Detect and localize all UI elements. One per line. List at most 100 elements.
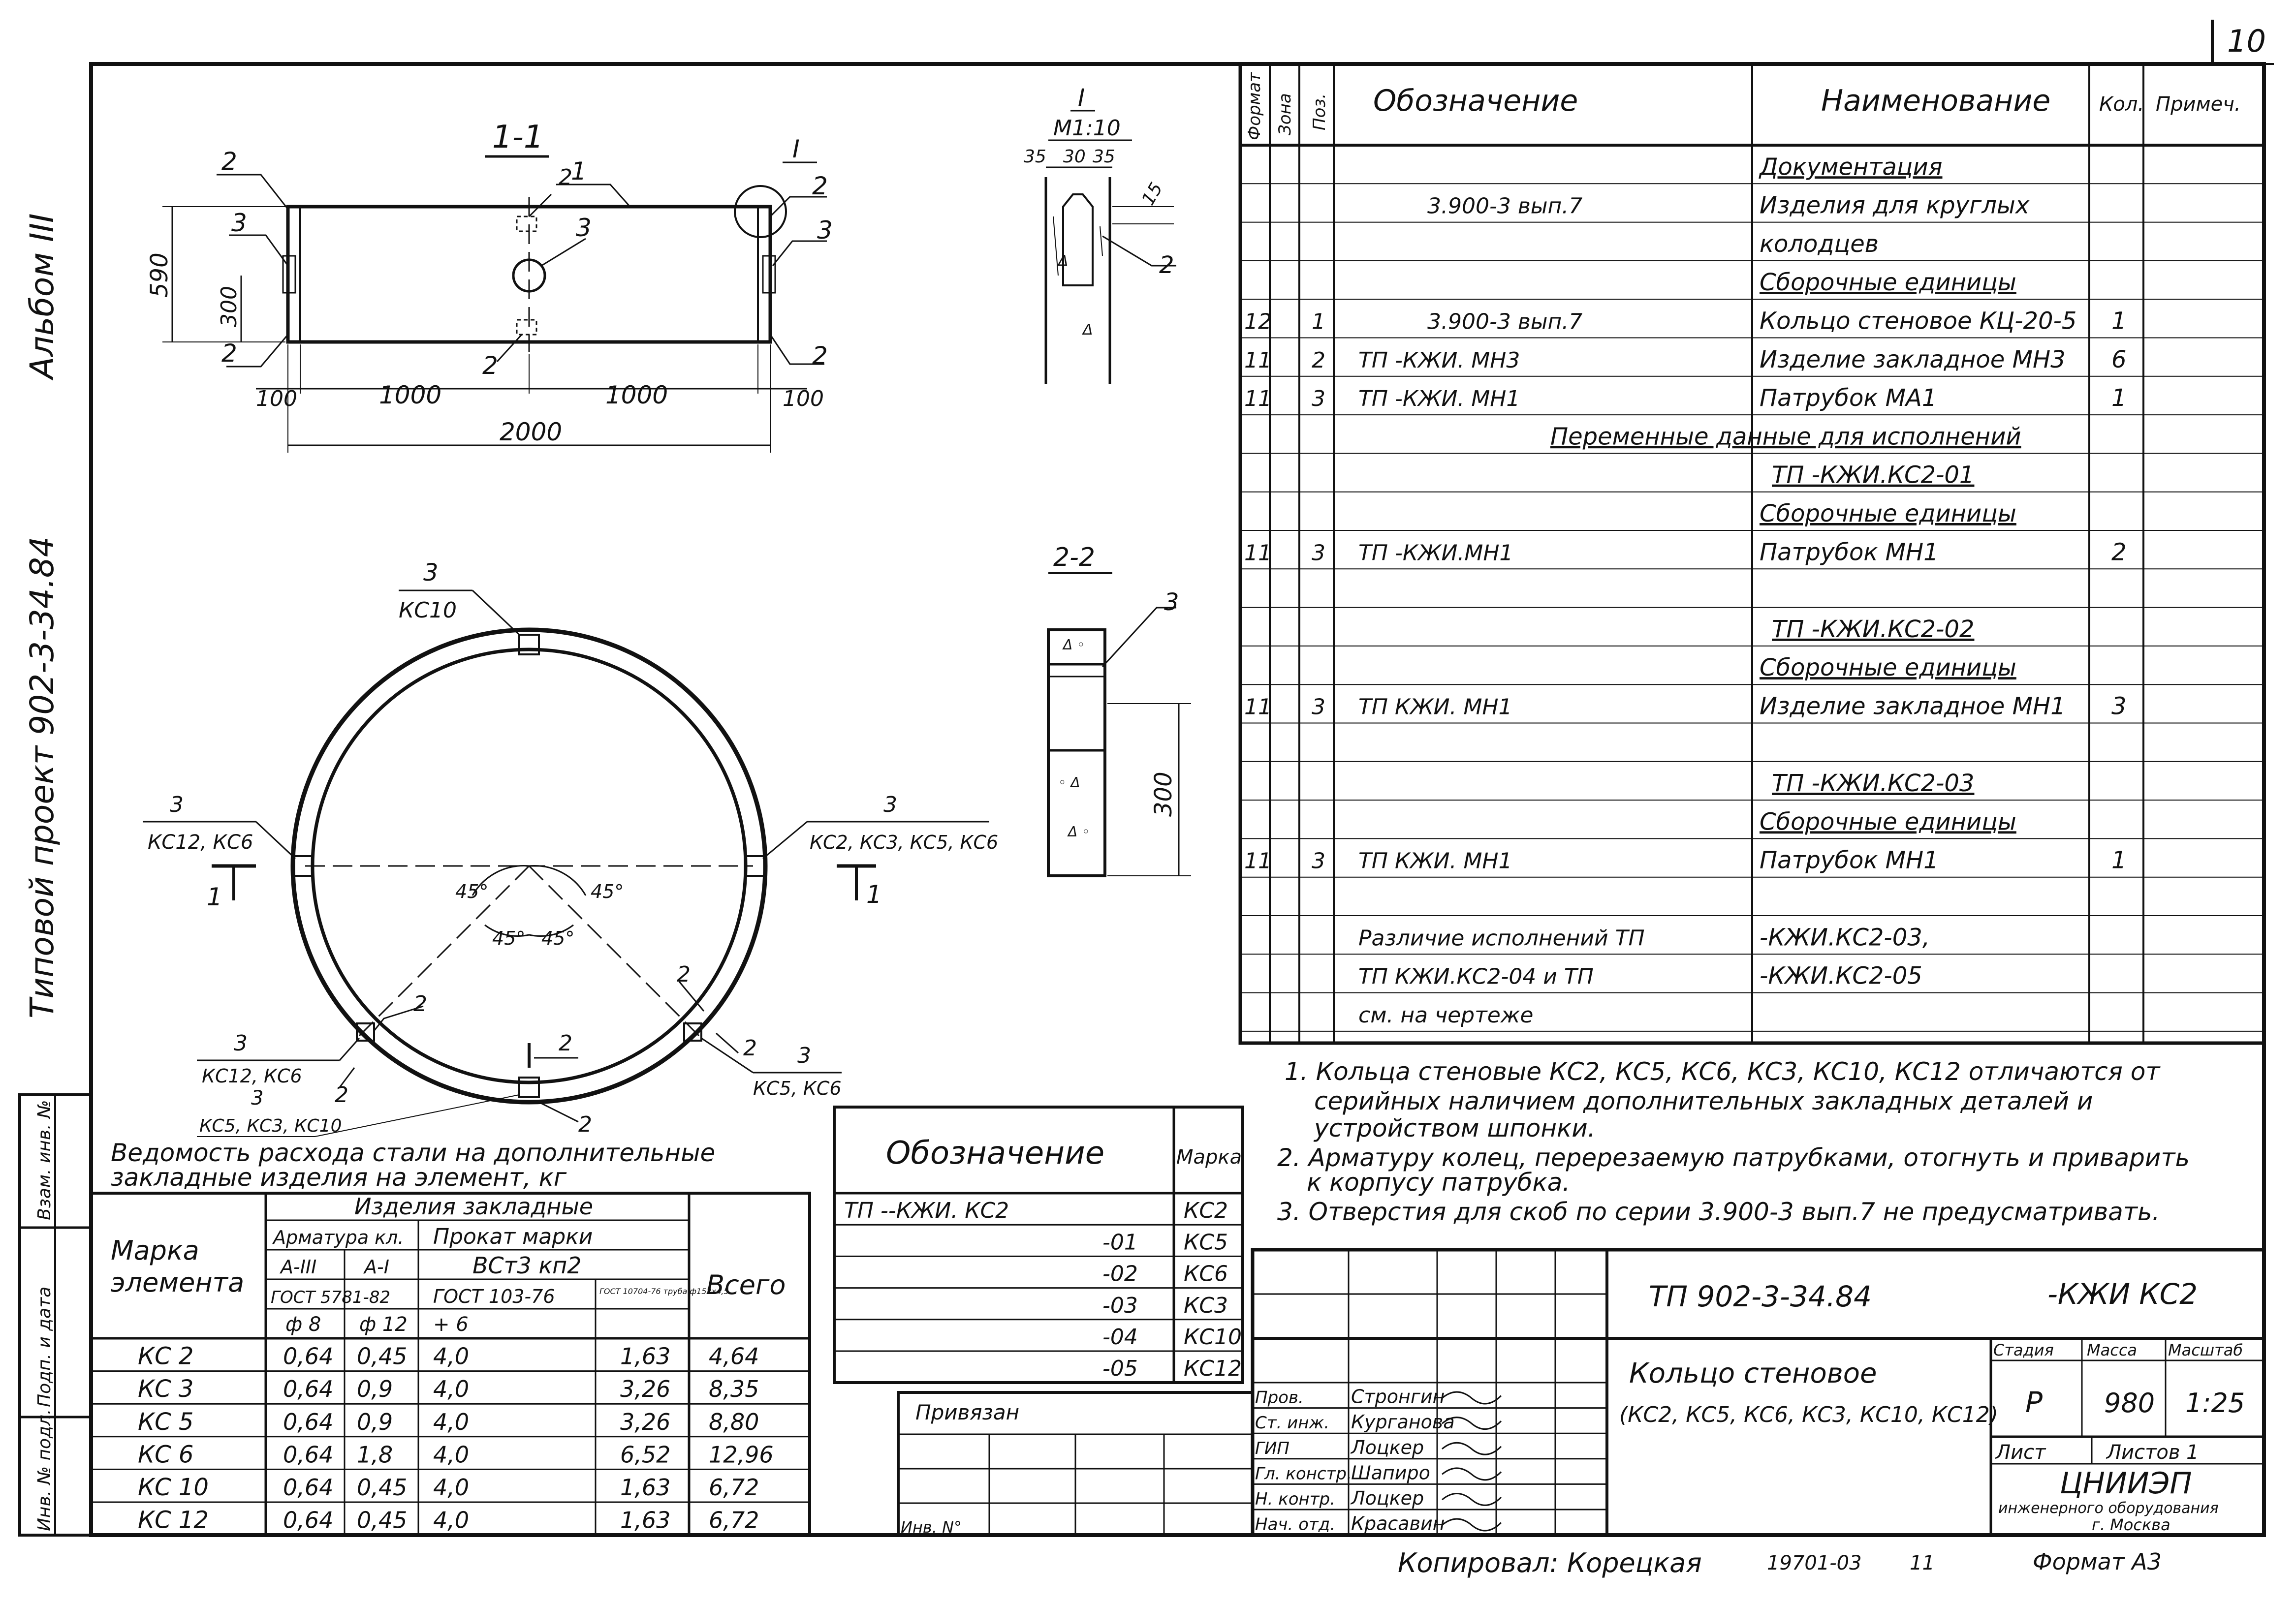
steel-cell-t6: 4,0 — [433, 1409, 469, 1435]
copied-by: Копировал: Корецкая — [1398, 1547, 1702, 1578]
marks-cell-designation: ТП --КЖИ. КС2 — [844, 1198, 1009, 1223]
spec-cell-pos: 1 — [1312, 309, 1325, 335]
spec-h-note: Примеч. — [2156, 93, 2241, 116]
spec-cell-name: -КЖИ.КС2-05 — [1760, 962, 1922, 990]
pos-2-bottom: 2 — [482, 351, 498, 380]
note-2a: 2. Арматуру колец, перерезаемую патрубка… — [1277, 1143, 2190, 1172]
tb-product-name: Кольцо стеновое — [1629, 1357, 1877, 1389]
steel-h-mark-2: элемента — [111, 1267, 244, 1298]
album-label: Альбом III — [23, 214, 61, 381]
spec-row: Сборочные единицы — [1760, 269, 2016, 296]
pos-2-top: 2 — [559, 165, 572, 190]
detail-scale: M1:10 — [1053, 116, 1121, 141]
signature-scribble — [1442, 1442, 1502, 1455]
angle-45-br: 45° — [541, 927, 574, 949]
signer-role: Н. контр. — [1255, 1489, 1335, 1509]
steel-cell-pipe: 6,52 — [620, 1441, 670, 1468]
signature-scribble — [1442, 1417, 1502, 1430]
ring-top-pos: 3 — [423, 559, 439, 586]
detail-i-mark: I — [792, 135, 800, 163]
tb-scale: 1:25 — [2185, 1388, 2245, 1419]
footer: Копировал: Корецкая 19701-03 11 Формат А… — [1398, 1547, 2162, 1578]
spec-cell-pos: 3 — [1312, 849, 1325, 874]
spec-cell-name: -КЖИ.КС2-03, — [1760, 924, 1930, 951]
section-mark-left: 1 — [207, 883, 222, 911]
dim-1000-r: 1000 — [605, 381, 668, 409]
pos-3-hole: 3 — [576, 214, 592, 242]
spec-cell-designation: см. на чертеже — [1358, 1003, 1533, 1028]
marks-cell-mark: КС10 — [1184, 1325, 1242, 1350]
steel-h-d12: ф 12 — [359, 1313, 408, 1336]
steel-h-mark-1: Марка — [111, 1235, 199, 1266]
marks-cell-mark: КС5 — [1184, 1230, 1228, 1255]
signer-row: Ст. инж.Курганова — [1255, 1411, 1502, 1433]
marks-h-mark: Марка — [1176, 1146, 1242, 1169]
steel-h-ai: А-I — [363, 1256, 389, 1278]
steel-title-2: закладные изделия на элемент, кг — [111, 1163, 567, 1192]
steel-cell-total: 6,72 — [709, 1507, 759, 1534]
spec-cell-name: Изделие закладное МН1 — [1760, 693, 2066, 720]
marks-cell-mark: КС3 — [1184, 1293, 1228, 1318]
stamp-inv-no: Инв. № подл. — [34, 1409, 55, 1531]
dim-35-l: 35 — [1024, 147, 1046, 167]
steel-cell-total: 12,96 — [709, 1441, 774, 1468]
spec-cell-pos: 3 — [1312, 386, 1325, 411]
steel-cell-t6: 4,0 — [433, 1376, 469, 1402]
dim-2000: 2000 — [500, 418, 562, 446]
steel-cell-pipe: 1,63 — [620, 1507, 670, 1534]
angle-45-tr: 45° — [591, 881, 624, 902]
sec22-hatch-mark-b: ◦ Δ — [1058, 774, 1080, 791]
note-2b: к корпусу патрубка. — [1307, 1168, 1570, 1197]
spec-table: Формат Зона Поз. Обозначение Наименовани… — [1238, 62, 2266, 1045]
steel-cell-d12: 0,45 — [357, 1343, 407, 1370]
footer-format: Формат А3 — [2033, 1548, 2162, 1575]
ring-bl-marks: КС12, КС6 — [202, 1065, 302, 1087]
left-stamp-strip: Инв. № подл. Подп. и дата Взам. инв. № — [18, 1093, 93, 1537]
steel-cell-total: 4,64 — [709, 1343, 759, 1370]
spec-h-qty: Кол. — [2099, 93, 2144, 116]
spec-cell-designation: Различие исполнений ТП — [1358, 925, 1645, 951]
spec-cell-qty: 3 — [2111, 693, 2127, 720]
ring-right-marks: КС2, КС3, КС5, КС6 — [810, 832, 998, 853]
spec-cell-name: Кольцо стеновое КЦ-20-5 — [1760, 308, 2076, 335]
pos-2-tr: 2 — [812, 172, 828, 200]
note-1c: устройством шпонки. — [1313, 1114, 1596, 1142]
ring-pos2-c: 2 — [677, 962, 691, 987]
tb-scale-h: Масштаб — [2168, 1341, 2243, 1359]
ring-bl-pos2: 3 — [251, 1087, 263, 1110]
spec-cell-format: 11 — [1244, 540, 1272, 565]
signer-role: Ст. инж. — [1255, 1413, 1329, 1433]
spec-cell-qty: 6 — [2111, 346, 2127, 373]
ring-left-pos: 3 — [170, 792, 184, 817]
detail-hatch-mark-b: Δ — [1082, 321, 1093, 339]
note-1b: серийных наличием дополнительных закладн… — [1314, 1087, 2093, 1115]
steel-cell-mark: КС 3 — [138, 1375, 193, 1403]
spec-cell-designation: ТП КЖИ. МН1 — [1358, 849, 1512, 874]
ring-bl-pos: 3 — [234, 1031, 248, 1056]
sec22-pos-3: 3 — [1164, 588, 1179, 616]
marks-cell-mark: КС12 — [1184, 1356, 1242, 1381]
spec-cell-format: 12 — [1244, 309, 1272, 335]
section-1-1-label: 1-1 — [492, 119, 544, 155]
spec-row: Переменные данные для исполнений — [1550, 423, 2021, 450]
dim-1000-l: 1000 — [379, 381, 441, 409]
pos-1: 1 — [571, 157, 587, 185]
steel-h-group: Изделия закладные — [354, 1193, 593, 1220]
steel-cell-pipe: 1,63 — [620, 1343, 670, 1370]
signer-row: Нач. отд.Красавин — [1255, 1513, 1502, 1535]
spec-cell-name: Сборочные единицы — [1760, 808, 2016, 835]
ring-plan: 45° 45° 45° 45° 1 1 3 КС10 3 КС12, КС6 3… — [143, 559, 998, 1137]
sec22-hatch-mark-c: Δ ◦ — [1067, 824, 1090, 840]
spec-cell-name: Сборочные единицы — [1760, 269, 2016, 296]
tb-product-marks: (КС2, КС5, КС6, КС3, КС10, КС12) — [1619, 1402, 1998, 1427]
tb-stage: Р — [2025, 1386, 2043, 1419]
